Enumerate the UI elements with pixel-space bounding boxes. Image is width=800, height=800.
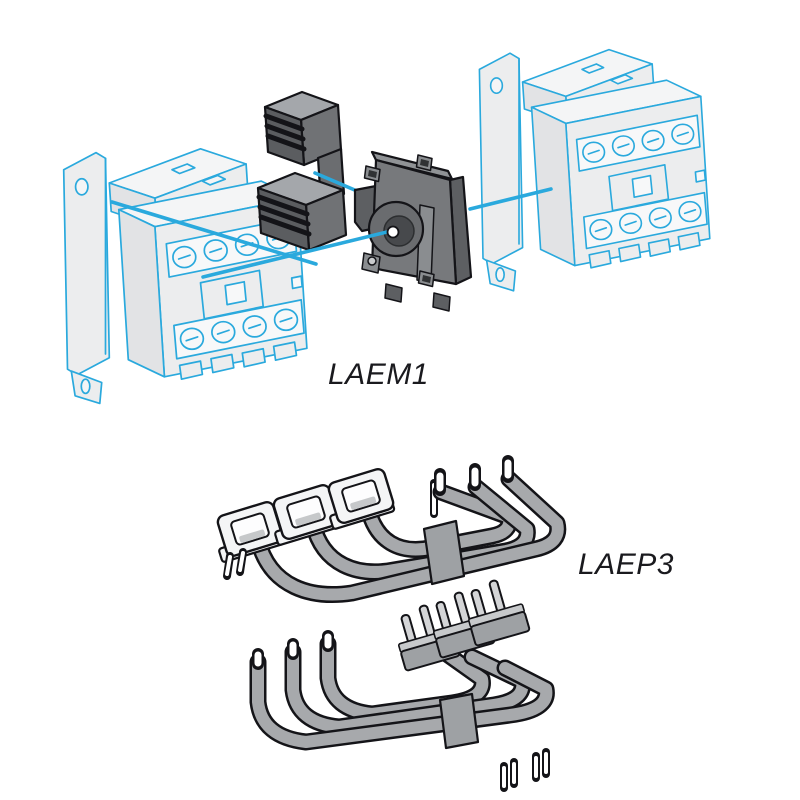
guide-line-center bbox=[201, 229, 393, 279]
mechanical-interlock-illustration bbox=[256, 90, 348, 252]
wire-clamp-band bbox=[422, 519, 466, 586]
link-terminal bbox=[216, 500, 285, 563]
assembly-guide-lines bbox=[110, 187, 553, 266]
connection-links-top-illustration bbox=[216, 455, 557, 594]
wire-end-pins bbox=[500, 748, 550, 792]
guide-line-right bbox=[468, 187, 553, 211]
laem1-label: LAEM1 bbox=[328, 358, 429, 391]
fork-terminal bbox=[468, 579, 531, 647]
wire-clamp-band bbox=[438, 692, 480, 750]
interlock-pin bbox=[386, 225, 400, 239]
connection-links-bottom-illustration bbox=[258, 579, 550, 792]
contactor-right-illustration bbox=[478, 48, 711, 292]
guide-line-left bbox=[110, 200, 318, 266]
interlock-adapter-illustration bbox=[353, 150, 473, 312]
laep3-label: LAEP3 bbox=[578, 548, 674, 581]
link-terminal bbox=[327, 467, 396, 530]
